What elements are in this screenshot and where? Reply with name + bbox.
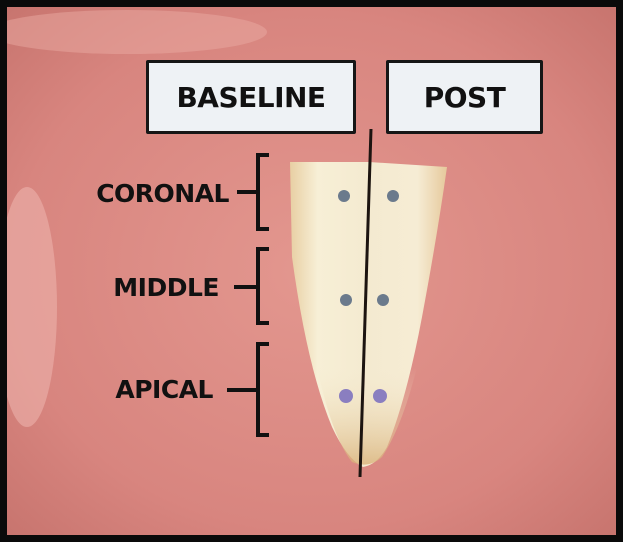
middle-label: MIDDLE [47, 273, 219, 302]
apical-label: APICAL [47, 375, 213, 404]
post-apical-point [373, 389, 387, 403]
post-header: POST [386, 60, 543, 134]
post-coronal-point [387, 190, 399, 202]
baseline-header: BASELINE [146, 60, 356, 134]
post-middle-point [377, 294, 389, 306]
coronal-label: CORONAL [47, 179, 229, 208]
post-label: POST [424, 81, 506, 114]
baseline-label: BASELINE [176, 81, 325, 114]
baseline-middle-point [340, 294, 352, 306]
baseline-apical-point [339, 389, 353, 403]
baseline-coronal-point [338, 190, 350, 202]
